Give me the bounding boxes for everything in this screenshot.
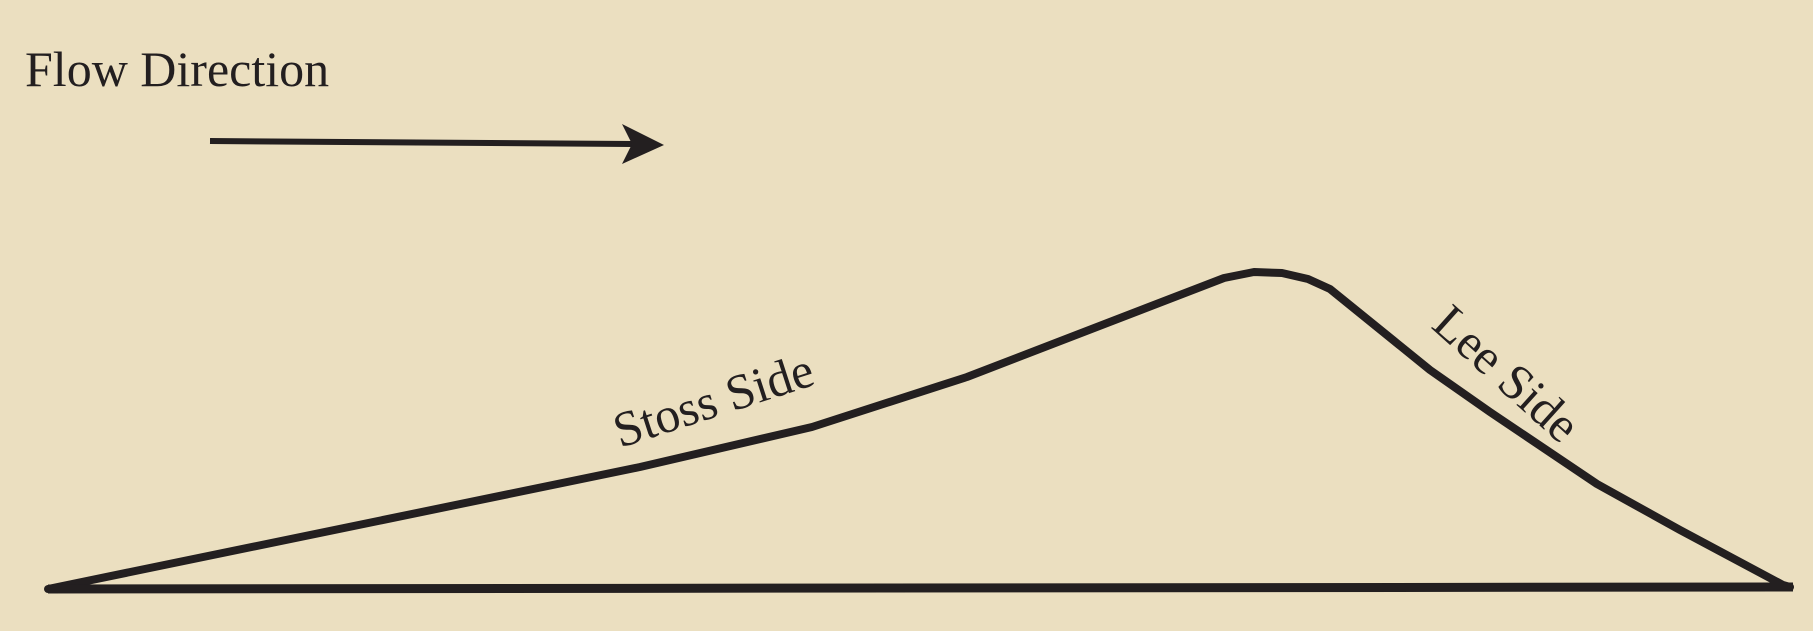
lee-side-label: Lee Side — [1423, 294, 1592, 454]
dune-profile — [44, 268, 1794, 593]
arrow-right-icon — [209, 124, 664, 164]
stoss-side-label: Stoss Side — [606, 341, 820, 458]
ground-line — [47, 582, 1794, 594]
flow-direction-label: Flow Direction — [25, 41, 329, 97]
